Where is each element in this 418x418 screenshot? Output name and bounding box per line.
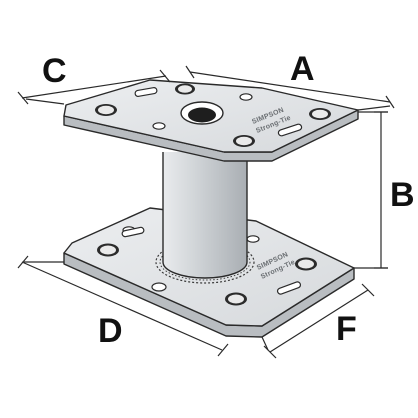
post-tube-body <box>163 152 247 262</box>
bottom-plate-hole <box>246 235 260 243</box>
dimension-label-d: D <box>98 312 123 350</box>
post-tube-base <box>163 246 247 278</box>
bottom-plate-hole <box>151 282 167 292</box>
dimension-label-b: B <box>390 176 415 214</box>
bottom-plate-hole <box>298 259 314 269</box>
top-plate-hole <box>178 85 192 93</box>
dimension-label-c: C <box>42 52 67 90</box>
dimension-tick-f-right <box>361 283 375 297</box>
dimension-line-c <box>21 75 167 99</box>
extension-line-a <box>357 105 391 111</box>
top-plate-slot <box>134 87 158 97</box>
top-plate-slot <box>277 123 303 137</box>
bottom-plate-hole <box>228 294 244 304</box>
bottom-plate-slot <box>121 226 145 238</box>
post-tube-bottom-curve <box>162 261 248 279</box>
dimension-tick-c-right <box>159 69 171 83</box>
dimension-label-f: F <box>336 310 357 348</box>
top-plate: SIMPSON Strong-Tie <box>63 79 359 162</box>
top-plate-center-hole-inner <box>188 107 216 123</box>
top-plate-hole <box>239 93 253 101</box>
dimension-tick-a-right <box>385 95 395 109</box>
dimension-tick-d-right <box>217 343 229 357</box>
dimension-line-f <box>269 289 369 353</box>
top-plate-hole <box>152 122 166 130</box>
weld-bead <box>155 240 255 284</box>
post-tube <box>162 152 248 279</box>
top-plate-hole <box>98 105 114 115</box>
dimension-line-d <box>21 261 223 351</box>
dimension-line-a <box>189 71 391 103</box>
dimension-tick-f-left <box>263 345 277 359</box>
extension-line-f <box>261 336 269 351</box>
top-plate-hole <box>312 109 328 119</box>
dimension-label-a: A <box>290 50 315 88</box>
dimension-tick-c-left <box>17 91 29 105</box>
bottom-plate-hole <box>100 245 116 255</box>
bottom-plate-slot <box>276 281 302 295</box>
dimension-tick-a-left <box>185 65 195 79</box>
top-plate-hole <box>236 136 252 146</box>
dimension-lines <box>17 65 395 359</box>
extension-line-c <box>25 98 65 105</box>
dimension-tick-d-left <box>17 255 29 269</box>
